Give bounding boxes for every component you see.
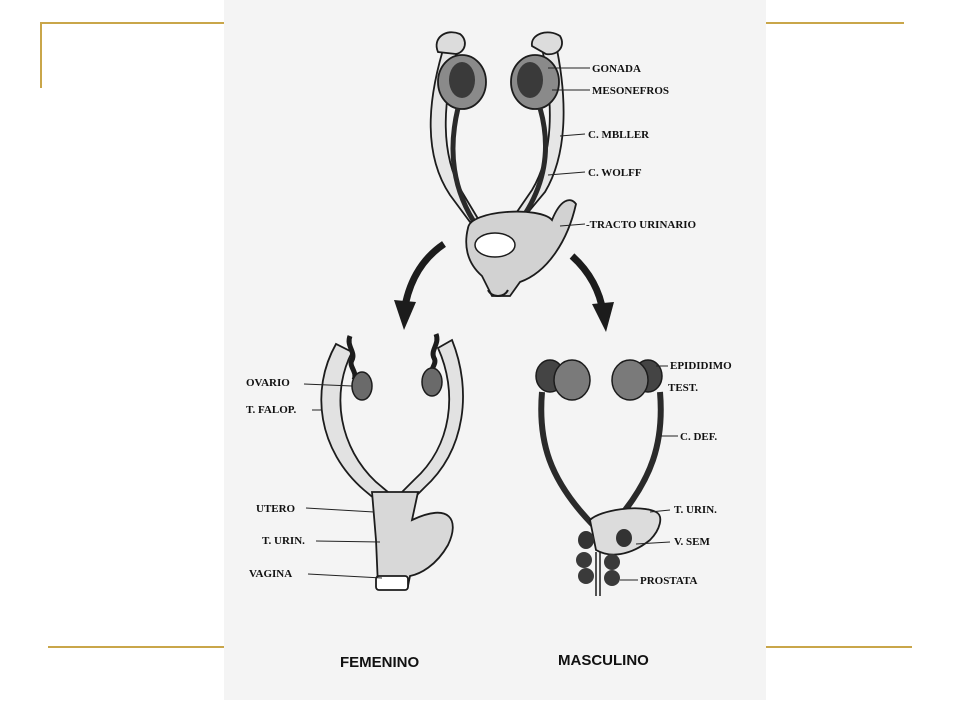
- leader-vagina: [307, 573, 383, 579]
- mesonephros-right: [517, 62, 543, 98]
- urethra: [595, 552, 601, 596]
- top-leader-lines: [547, 67, 590, 227]
- frame-line-top-left: [40, 22, 224, 24]
- prostate: [576, 552, 620, 586]
- diagram-image-background: [224, 0, 766, 700]
- caption-femenino: FEMENINO: [340, 654, 420, 671]
- male-leader-lines: [620, 365, 678, 581]
- label-t-falop: T. FALOP.: [246, 404, 296, 416]
- arrow-to-female: [394, 241, 447, 330]
- testis-right: [611, 359, 649, 401]
- urinary-tract-top: [465, 199, 577, 297]
- arrow-to-male: [569, 253, 614, 332]
- caption-masculino: MASCULINO: [558, 652, 649, 669]
- uterus-vagina: [371, 491, 454, 587]
- female-leader-lines: [303, 383, 383, 579]
- wolffian-duct-left: [450, 107, 481, 230]
- label-prostata: PROSTATA: [640, 575, 698, 587]
- seminal-vesicle-right: [616, 529, 632, 547]
- female-structure: [320, 333, 464, 591]
- leader-t-urin-female: [315, 540, 381, 543]
- label-c-wolff: C. WOLFF: [588, 167, 642, 179]
- label-ovario: OVARIO: [246, 377, 290, 389]
- label-test: TEST.: [668, 382, 698, 394]
- label-c-muller: C. MBLLER: [588, 129, 650, 141]
- leader-t-urin-male: [649, 509, 671, 513]
- testis-left: [553, 359, 591, 401]
- frame-line-top-right: [766, 22, 904, 24]
- mullerian-tip-right: [531, 31, 563, 56]
- sinus-opening: [474, 232, 516, 258]
- label-c-def: C. DEF.: [680, 431, 717, 443]
- vas-deferens-left: [538, 391, 599, 531]
- leader-tracto-urinario: [559, 223, 586, 227]
- label-tracto-urinario: -TRACTO URINARIO: [586, 219, 697, 231]
- frame-line-bottom-right: [766, 646, 912, 648]
- label-gonada: GONADA: [592, 63, 641, 75]
- label-mesonefros: MESONEFROS: [592, 85, 669, 97]
- label-utero: UTERO: [256, 503, 296, 515]
- label-t-urin-male: T. URIN.: [674, 504, 717, 516]
- mullerian-tip-left: [435, 31, 466, 55]
- leader-v-sem: [635, 541, 671, 545]
- leader-utero: [305, 507, 375, 513]
- male-structure: [535, 359, 664, 596]
- vagina-opening: [375, 575, 409, 591]
- frame-line-bottom-left: [48, 646, 224, 648]
- label-vagina: VAGINA: [249, 568, 292, 580]
- label-v-sem: V. SEM: [674, 536, 710, 548]
- label-t-urin-female: T. URIN.: [262, 535, 305, 547]
- ovary-right: [421, 367, 443, 397]
- leader-c-wolff: [547, 171, 586, 176]
- leader-c-muller: [559, 133, 586, 137]
- leader-ovario: [303, 383, 353, 387]
- seminal-vesicle-left: [578, 531, 594, 549]
- undifferentiated-structure: [429, 31, 577, 297]
- ovary-left: [351, 371, 373, 401]
- sinus-orifice: [487, 289, 509, 297]
- frame-line-left-vertical: [40, 22, 42, 88]
- label-epididimo: EPIDIDIMO: [670, 360, 732, 372]
- fimbria-left: [346, 335, 358, 382]
- mesonephros-left: [449, 62, 475, 98]
